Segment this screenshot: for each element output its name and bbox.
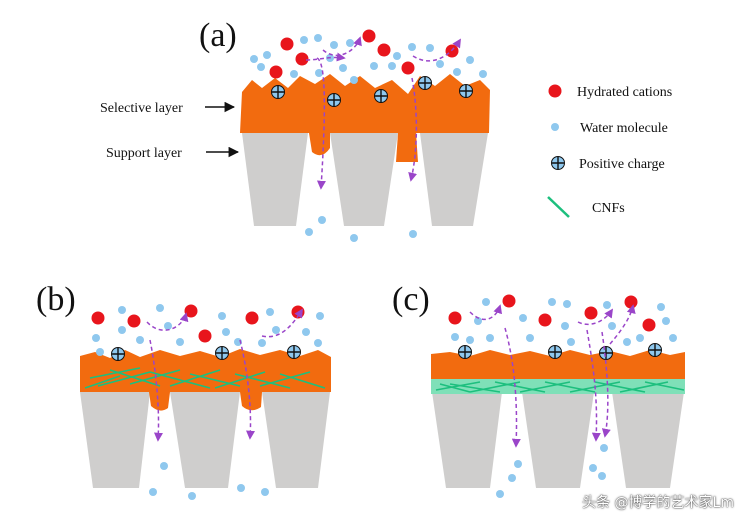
panel-c-selective-layer bbox=[431, 350, 685, 379]
panel-a-label: (a) bbox=[199, 17, 237, 54]
panel-a-support bbox=[242, 133, 488, 226]
panel-b-positive-charges bbox=[111, 345, 301, 361]
positive-charge-icon bbox=[551, 156, 565, 170]
panel-c-water-molecules bbox=[451, 298, 677, 498]
panel-a-pore-plug bbox=[309, 133, 330, 156]
legend-label: CNFs bbox=[592, 201, 625, 216]
panel-b-water-molecules bbox=[92, 304, 324, 500]
panel-c-cnf-layer bbox=[431, 379, 685, 394]
panel-c-cnf-fibers bbox=[435, 381, 685, 393]
panel-b-flow-arrows bbox=[146, 308, 303, 442]
panel-a-water-molecules bbox=[250, 34, 487, 242]
legend: Hydrated cations Water molecule Positive… bbox=[547, 84, 672, 218]
legend-label: Positive charge bbox=[579, 157, 665, 172]
panel-a-flow-arrows bbox=[305, 36, 461, 190]
panel-a-hydrated-cations bbox=[269, 29, 459, 79]
cnfs-icon bbox=[547, 196, 570, 218]
panel-b-label: (b) bbox=[36, 281, 76, 318]
selective-layer-label: Selective layer bbox=[100, 101, 183, 116]
panel-a-positive-charges bbox=[271, 76, 473, 107]
panel-c: (c) bbox=[392, 281, 685, 498]
panel-b-support bbox=[80, 392, 330, 488]
panel-b: (b) bbox=[36, 281, 331, 500]
panel-c-label: (c) bbox=[392, 281, 430, 318]
panel-b-pore-plug bbox=[240, 392, 262, 411]
panel-a-selective-layer bbox=[240, 74, 490, 133]
panel-b-pore-plug bbox=[149, 392, 170, 411]
support-layer-label: Support layer bbox=[106, 146, 182, 161]
panel-a-pore-plug bbox=[396, 133, 418, 162]
panel-c-positive-charges bbox=[458, 343, 662, 360]
panel-c-hydrated-cations bbox=[448, 294, 656, 332]
watermark: 头条 @博学的艺术家Lm bbox=[582, 495, 734, 511]
legend-label: Water molecule bbox=[580, 121, 668, 136]
water-molecule-icon bbox=[551, 123, 559, 131]
panel-c-flow-arrows bbox=[469, 304, 636, 448]
panel-c-support bbox=[432, 392, 684, 488]
legend-label: Hydrated cations bbox=[577, 85, 672, 100]
panel-a: (a) bbox=[100, 17, 490, 242]
hydrated-cation-icon bbox=[548, 84, 562, 98]
